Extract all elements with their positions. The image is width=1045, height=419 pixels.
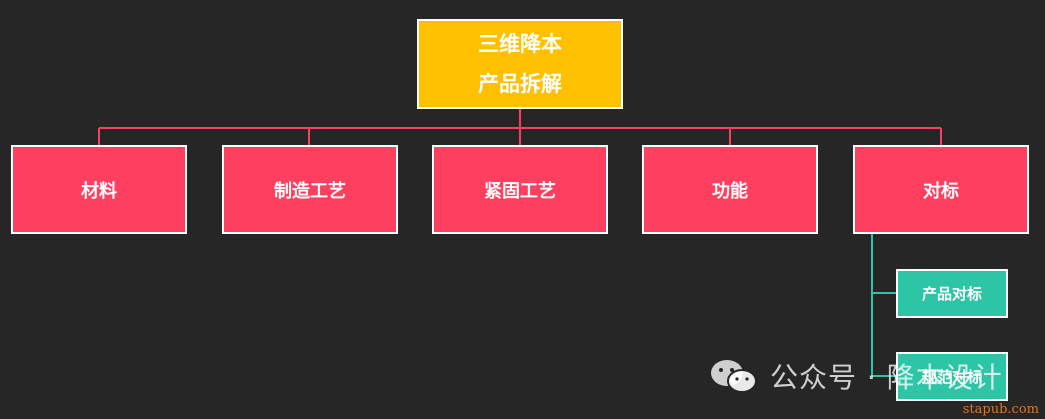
node-label: 紧固工艺 [484, 180, 556, 202]
node-product-benchmarking: 产品对标 [896, 269, 1008, 318]
node-label: 材料 [81, 180, 117, 202]
node-label: 产品对标 [921, 285, 982, 303]
node-fastening-process: 紧固工艺 [432, 145, 608, 234]
node-benchmarking: 对标 [853, 145, 1029, 234]
site-watermark: stapub.com [962, 402, 1039, 417]
root-title-line1: 三维降本 [478, 32, 562, 56]
root-node: 三维降本 产品拆解 [417, 19, 623, 109]
root-title-line2: 产品拆解 [478, 72, 562, 96]
node-label: 对标 [923, 180, 959, 202]
node-function: 功能 [642, 145, 818, 234]
node-label: 功能 [712, 180, 748, 202]
node-label: 制造工艺 [274, 180, 346, 202]
node-label: 规范对标 [921, 368, 982, 386]
node-materials: 材料 [11, 145, 187, 234]
node-manufacturing-process: 制造工艺 [222, 145, 398, 234]
node-standard-benchmarking: 规范对标 [896, 352, 1008, 401]
